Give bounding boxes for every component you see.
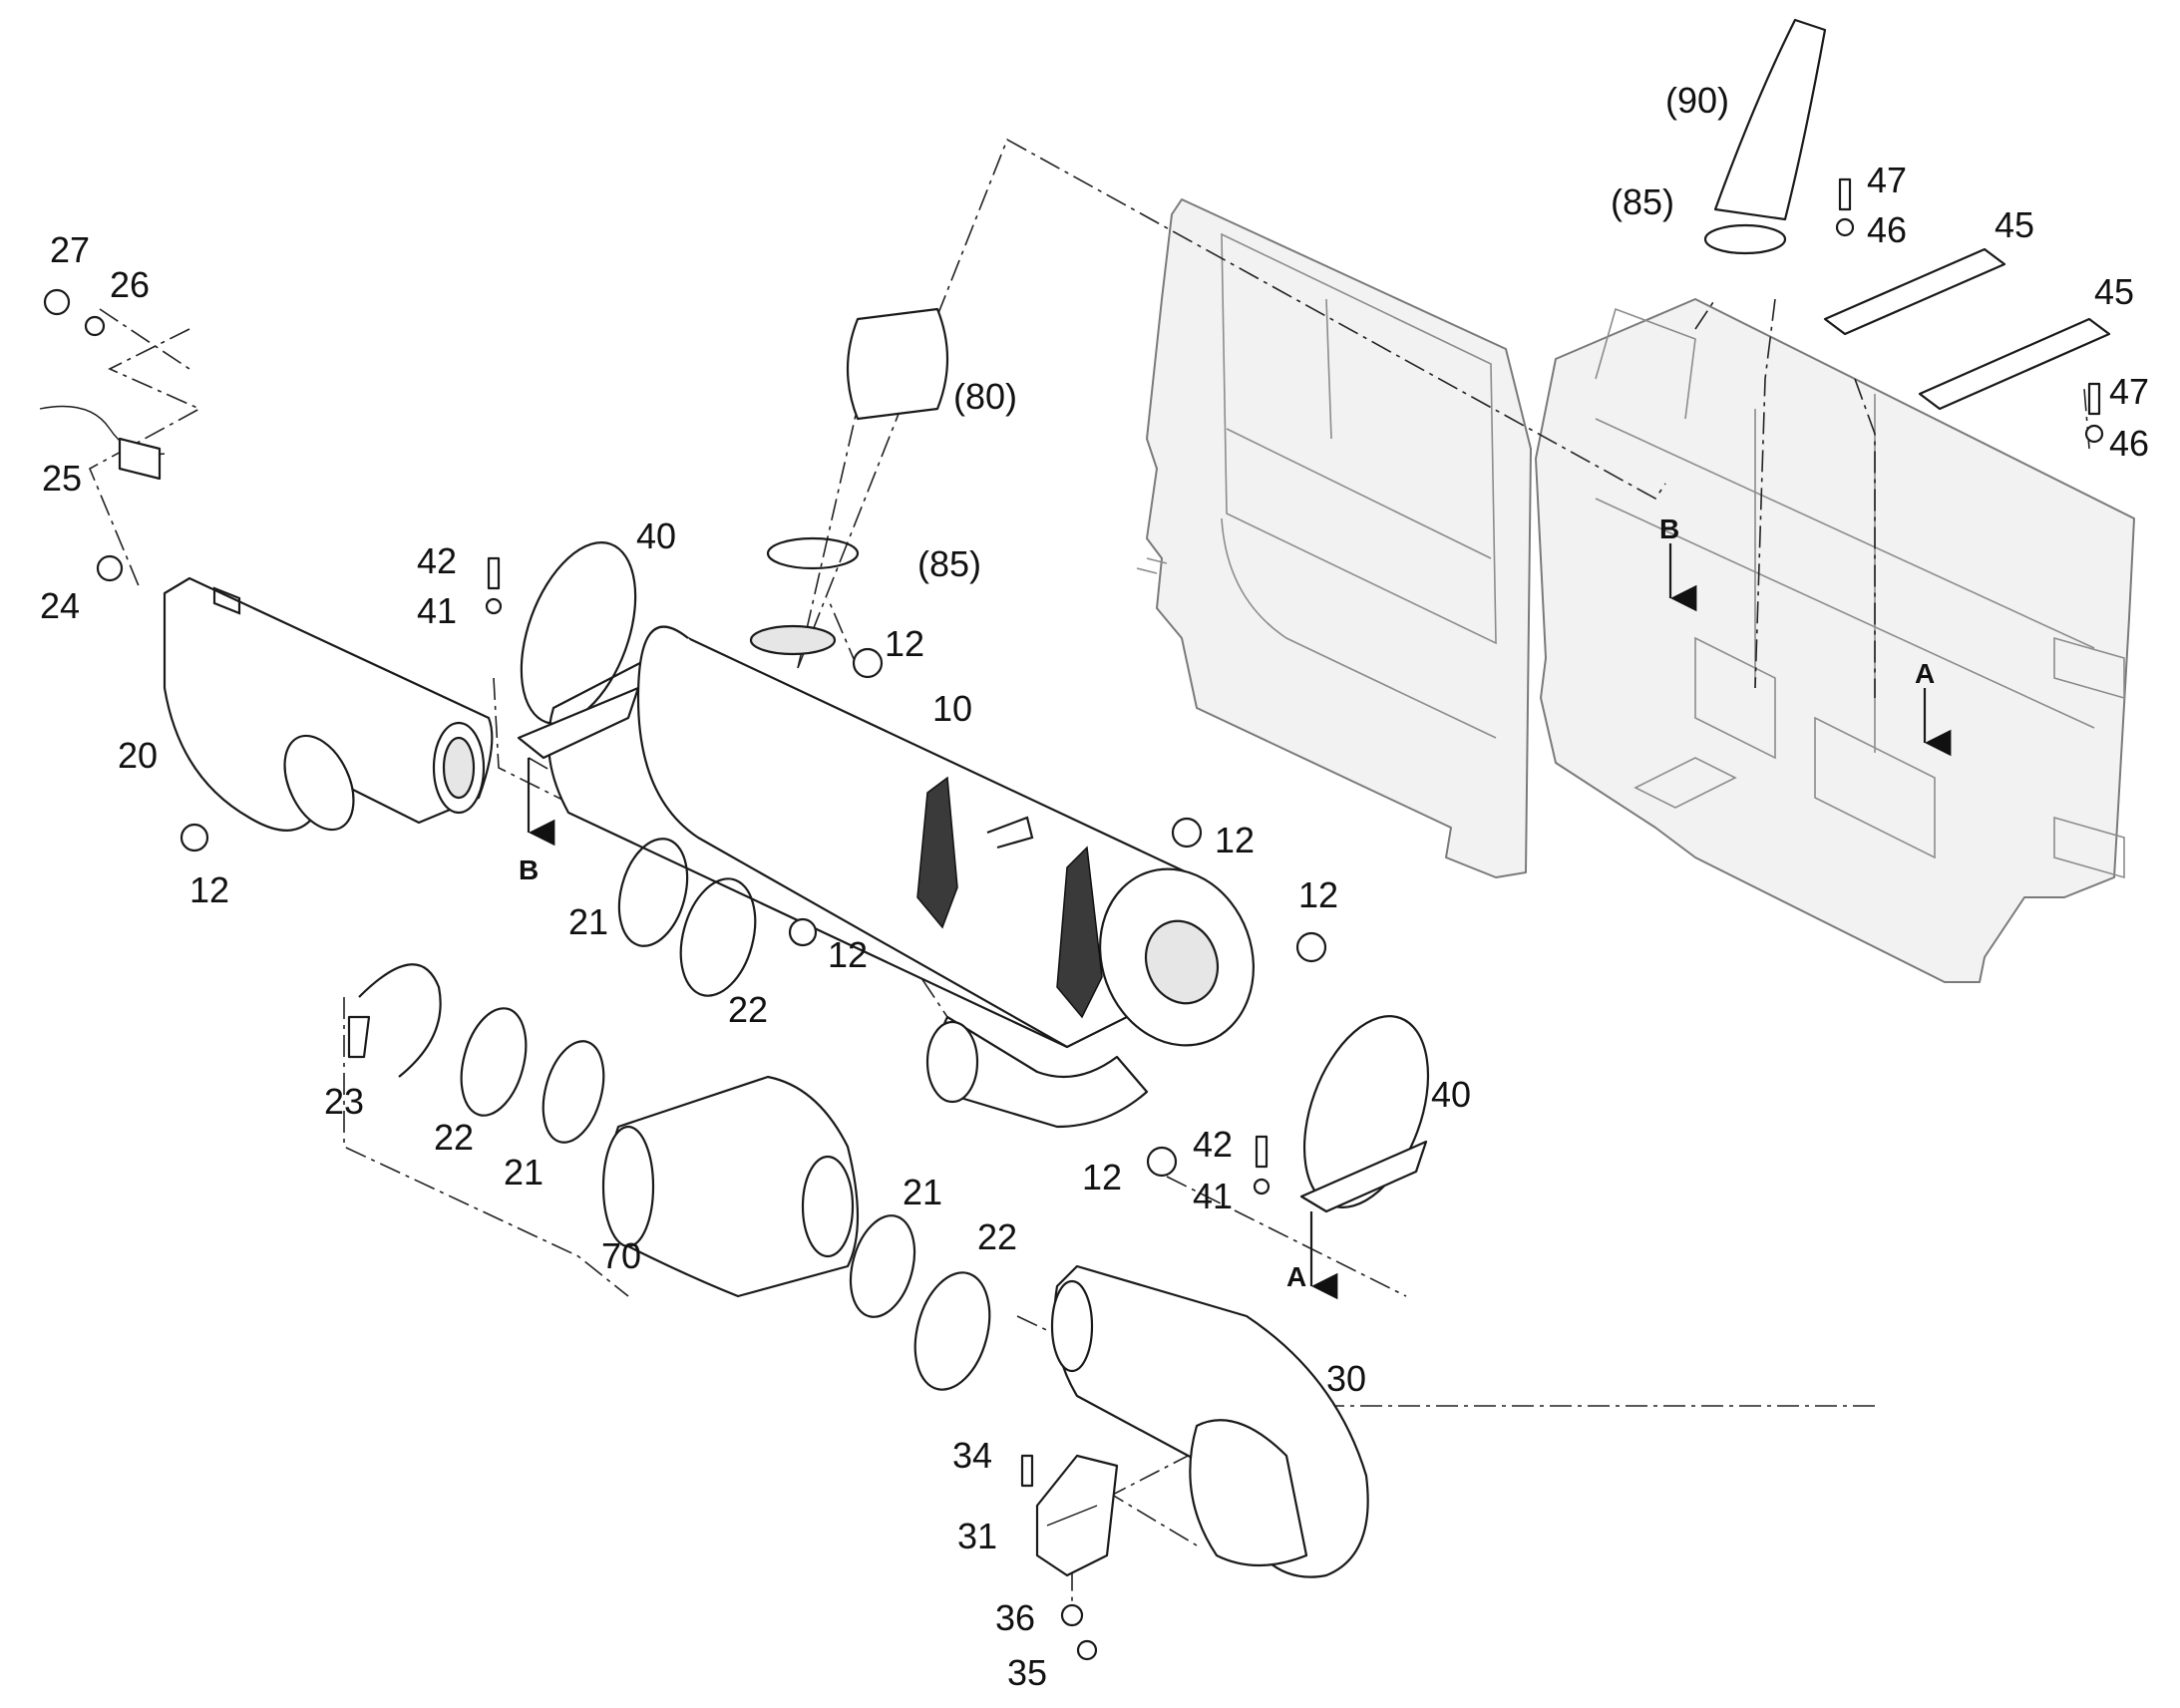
callout-12: 12 bbox=[189, 869, 229, 910]
chassis-frame-ghost bbox=[1136, 198, 2135, 983]
view-arrow-b-frame: B bbox=[1659, 513, 1697, 612]
callout-26: 26 bbox=[110, 264, 150, 305]
callout-24: 24 bbox=[40, 585, 80, 626]
v-clamps-22 bbox=[460, 877, 991, 1391]
callout-20: 20 bbox=[118, 735, 158, 776]
callout-25: 25 bbox=[42, 458, 82, 499]
callout-23: 23 bbox=[324, 1081, 364, 1122]
callout-46: 46 bbox=[2109, 423, 2149, 464]
callout-12: 12 bbox=[1215, 820, 1255, 860]
callout-45: 45 bbox=[1995, 204, 2034, 245]
callout-36: 36 bbox=[995, 1597, 1035, 1638]
view-arrow-label: A bbox=[1286, 1261, 1306, 1292]
view-arrow-b-left: B bbox=[519, 758, 555, 885]
callout-12: 12 bbox=[1298, 874, 1338, 915]
callout-34: 34 bbox=[952, 1435, 992, 1476]
callout-labels: 27 26 25 24 20 12 42 41 40 (80) (85) 12 … bbox=[40, 80, 2149, 1693]
callout-22: 22 bbox=[434, 1117, 474, 1158]
doc-canister-70 bbox=[601, 1075, 860, 1298]
aftertreatment-canister-10 bbox=[546, 624, 1256, 1129]
bracket-31 bbox=[1035, 1454, 1119, 1577]
callout-40: 40 bbox=[636, 515, 676, 556]
callout-45: 45 bbox=[2094, 271, 2134, 312]
callout-12: 12 bbox=[828, 934, 868, 975]
callout-12: 12 bbox=[1082, 1157, 1122, 1197]
callout-42: 42 bbox=[1193, 1124, 1233, 1165]
callout-35: 35 bbox=[1007, 1652, 1047, 1693]
callout-22: 22 bbox=[977, 1216, 1017, 1257]
gasket-rings-21 bbox=[542, 838, 916, 1318]
callout-31: 31 bbox=[957, 1516, 997, 1556]
callout-80: (80) bbox=[953, 376, 1017, 417]
clamp-40-upper bbox=[517, 541, 640, 760]
callout-27: 27 bbox=[50, 229, 90, 270]
clamp-40-lower bbox=[1299, 1015, 1430, 1213]
callout-47: 47 bbox=[1867, 160, 1907, 200]
callout-22: 22 bbox=[728, 989, 768, 1030]
callout-10: 10 bbox=[932, 688, 972, 729]
callout-47: 47 bbox=[2109, 371, 2149, 412]
callout-21: 21 bbox=[568, 901, 608, 942]
callout-41: 41 bbox=[417, 590, 457, 631]
covers-45 bbox=[1823, 247, 2111, 411]
callout-41: 41 bbox=[1193, 1176, 1233, 1216]
callout-21: 21 bbox=[504, 1152, 544, 1193]
callout-42: 42 bbox=[417, 540, 457, 581]
outlet-elbow-30 bbox=[1050, 1264, 1369, 1578]
callout-40: 40 bbox=[1431, 1074, 1471, 1115]
inlet-elbow-20 bbox=[163, 576, 494, 832]
view-arrow-label: B bbox=[519, 854, 539, 885]
callout-85: (85) bbox=[917, 543, 981, 584]
view-arrow-label: B bbox=[1659, 513, 1679, 544]
sensor-25 bbox=[39, 405, 166, 582]
callout-85: (85) bbox=[1611, 181, 1674, 222]
callout-70: 70 bbox=[601, 1235, 641, 1276]
callout-21: 21 bbox=[903, 1172, 942, 1212]
view-arrow-a-frame: A bbox=[1915, 658, 1952, 757]
hardware-fasteners bbox=[43, 177, 2104, 1661]
view-arrow-label: A bbox=[1915, 658, 1935, 689]
clamp-23 bbox=[347, 963, 442, 1078]
callout-90: (90) bbox=[1665, 80, 1729, 121]
view-arrow-a-lower: A bbox=[1286, 1211, 1338, 1300]
callout-30: 30 bbox=[1326, 1358, 1366, 1399]
callout-46: 46 bbox=[1867, 209, 1907, 250]
pipes-80-85-90 bbox=[766, 18, 1827, 570]
callout-12: 12 bbox=[885, 623, 924, 664]
